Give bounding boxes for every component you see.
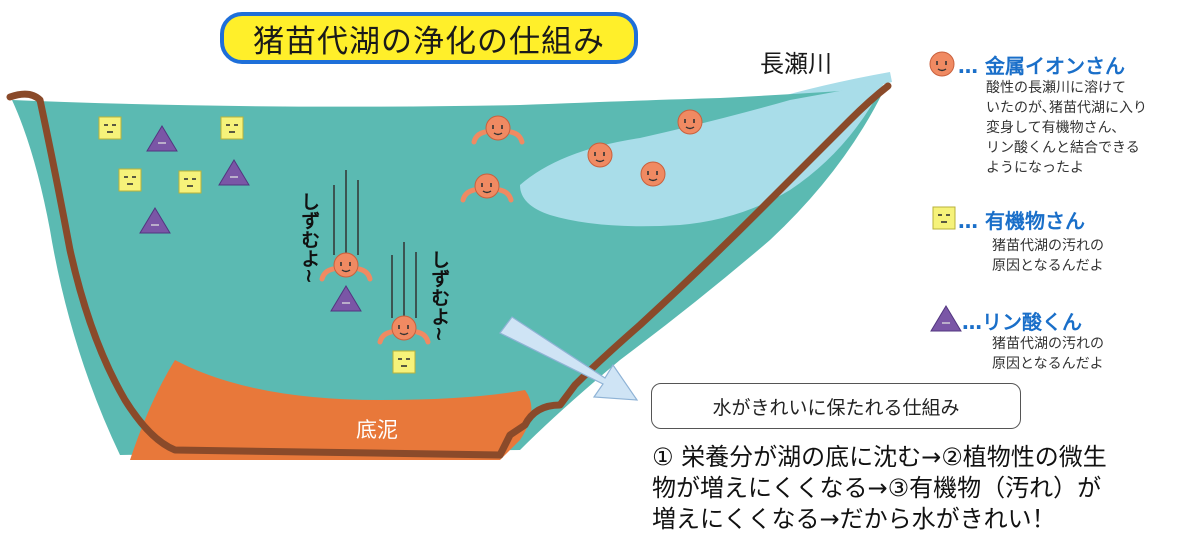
legend-phosphate-text: 猪苗代湖の汚れの 原因となるんだよ (992, 336, 1104, 372)
river-inflow (520, 83, 884, 227)
mechanism-box: 水がきれいに保たれる仕組み (651, 383, 1021, 429)
shoreline (6, 82, 892, 459)
flow-arrow (499, 316, 639, 401)
diagram-title: 猪苗代湖の浄化の仕組み (220, 12, 638, 64)
legend-metal-ion-text: 酸性の長瀬川に溶けて いたのが､猪苗代湖に入り 変身して有機物さん､ リン酸くん… (986, 80, 1147, 176)
river-label: 長瀬川 (760, 50, 832, 78)
legend-organic-head: … 有機物さん (958, 209, 1085, 233)
bottom-mud-label: 底泥 (356, 418, 398, 442)
legend-organic-text: 猪苗代湖の汚れの 原因となるんだよ (992, 238, 1104, 274)
sink-label-left: しずむよ~ (298, 192, 320, 284)
bottom-mud (130, 360, 532, 460)
sink-label-right: しずむよ~ (428, 250, 450, 342)
explanation-text: ① 栄養分が湖の底に沈む→②植物性の微生 物が増えにくくなる→③有機物（汚れ）が… (652, 443, 1107, 533)
legend-phosphate-head: …リン酸くん (962, 310, 1082, 334)
legend-metal-ion-head: … 金属イオンさん (958, 54, 1125, 78)
